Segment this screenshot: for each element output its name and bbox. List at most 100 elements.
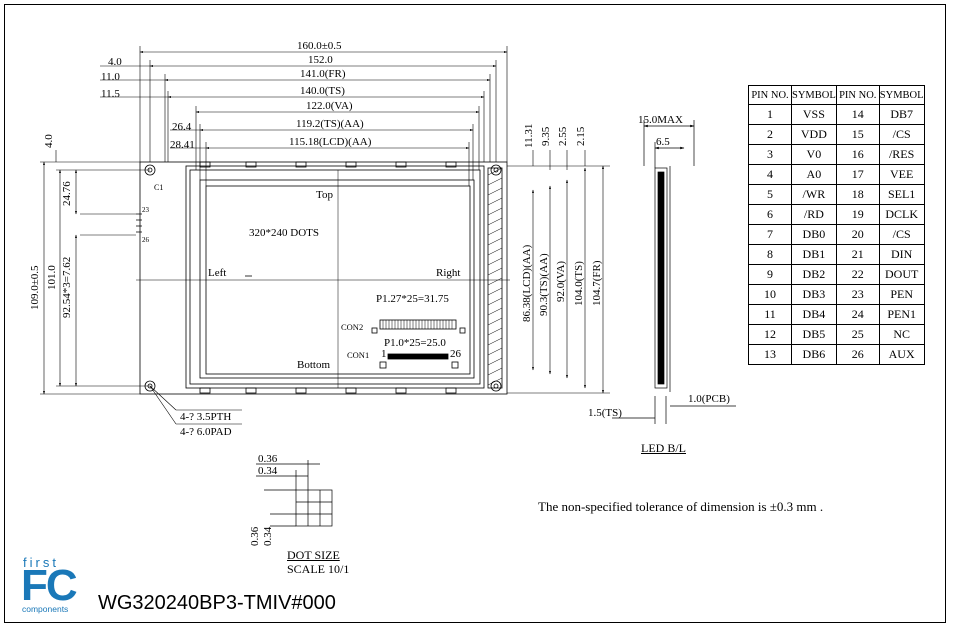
pin-symbol-cell: VDD <box>791 124 837 145</box>
dim-119: 119.2(TS)(AA) <box>296 118 364 130</box>
pin-number-cell: 1 <box>748 104 792 125</box>
logo-components: components <box>22 604 69 614</box>
pin-symbol-cell: DB2 <box>791 264 837 285</box>
pin-symbol-cell: V0 <box>791 144 837 165</box>
led-bar <box>487 167 503 389</box>
dim-101-0: 101.0 <box>46 265 58 290</box>
dim-11-31: 11.31 <box>523 124 535 148</box>
pin-number-cell: 25 <box>835 324 880 345</box>
dim-141: 141.0(FR) <box>300 68 346 80</box>
c1-label: C1 <box>154 183 163 192</box>
pin-symbol-cell: DCLK <box>878 204 925 225</box>
con2-label: CON2 <box>341 322 363 332</box>
pin-symbol-cell: DB6 <box>791 344 837 365</box>
bottom-label: Bottom <box>297 359 330 371</box>
pin-number-cell: 23 <box>835 284 880 305</box>
dots-label: 320*240 DOTS <box>249 227 319 239</box>
logo-fc: FC <box>21 561 78 610</box>
header-pin-no: PIN NO. <box>835 85 880 105</box>
top-label: Top <box>316 189 333 201</box>
pin-number-cell: 11 <box>748 304 792 325</box>
pin-number-cell: 20 <box>835 224 880 245</box>
pin-symbol-cell: /CS <box>878 224 925 245</box>
side-pcb-label: 1.0(PCB) <box>688 393 730 405</box>
left-label: Left <box>208 267 226 279</box>
right-label: Right <box>436 267 460 279</box>
pin-table-header: PIN NO. SYMBOL PIN NO. SYMBOL <box>748 85 925 105</box>
pin-symbol-cell: DB7 <box>878 104 925 125</box>
pin-number-cell: 24 <box>835 304 880 325</box>
pin-number-cell: 12 <box>748 324 792 345</box>
dim-26-4: 26.4 <box>172 121 192 133</box>
dim-115: 115.18(LCD)(AA) <box>289 136 372 148</box>
dim-left-4-0: 4.0 <box>43 134 55 148</box>
scale-label: SCALE 10/1 <box>287 562 350 576</box>
pin-number-cell: 18 <box>835 184 880 205</box>
logo-first: first <box>23 555 59 570</box>
pin-symbol-cell: DB1 <box>791 244 837 265</box>
pcb-outline <box>139 161 508 395</box>
side-65-label: 6.5 <box>656 136 670 148</box>
pth-label: 4-? 3.5PTH <box>180 411 231 423</box>
con1-connector <box>387 353 449 360</box>
pin-number-cell: 9 <box>748 264 792 285</box>
pin23-label: 23 <box>142 206 150 214</box>
pin-number-cell: 5 <box>748 184 792 205</box>
pad-label: 4-? 6.0PAD <box>180 426 232 438</box>
dim-152: 152.0 <box>308 54 333 66</box>
pin-symbol-cell: DOUT <box>878 264 925 285</box>
pin-symbol-cell: VEE <box>878 164 925 185</box>
pin-symbol-cell: SEL1 <box>878 184 925 205</box>
pin-number-cell: 19 <box>835 204 880 225</box>
pin-symbol-cell: PEN1 <box>878 304 925 325</box>
header-symbol: SYMBOL <box>878 85 925 105</box>
dim-90-3: 90.3(TS)(AA) <box>538 253 550 316</box>
pin-number-cell: 17 <box>835 164 880 185</box>
dim-28-41: 28.41 <box>170 139 195 151</box>
pin-symbol-cell: NC <box>878 324 925 345</box>
pin-symbol-cell: /WR <box>791 184 837 205</box>
side-view <box>654 167 668 389</box>
pin-number-cell: 14 <box>835 104 880 125</box>
bezel-outline <box>185 165 485 389</box>
pin-symbol-cell: DB5 <box>791 324 837 345</box>
dim-140: 140.0(TS) <box>300 85 345 97</box>
pin26-label: 26 <box>450 348 462 360</box>
pin-number-cell: 16 <box>835 144 880 165</box>
side-ts-label: 1.5(TS) <box>588 407 622 419</box>
pin-symbol-cell: DB0 <box>791 224 837 245</box>
header-symbol: SYMBOL <box>791 85 837 105</box>
dim-11-0: 11.0 <box>101 71 120 83</box>
con1-label: CON1 <box>347 350 369 360</box>
dot-grid <box>295 489 333 527</box>
pin-number-cell: 10 <box>748 284 792 305</box>
dim-104-7: 104.7(FR) <box>591 260 603 306</box>
drawing-frame <box>4 4 946 623</box>
pin-number-cell: 3 <box>748 144 792 165</box>
con2-connector <box>379 319 457 330</box>
dim-104-0: 104.0(TS) <box>573 261 585 306</box>
pin-number-cell: 4 <box>748 164 792 185</box>
pin-number-cell: 26 <box>835 344 880 365</box>
dim-2-55: 2.55 <box>557 126 569 146</box>
dot-v036: 0.36 <box>249 526 261 546</box>
side-max-label: 15.0MAX <box>638 114 683 126</box>
pin1-label: 1 <box>381 348 387 360</box>
dim-11-5: 11.5 <box>101 88 120 100</box>
dim-160: 160.0±0.5 <box>297 40 342 52</box>
header-pin-no: PIN NO. <box>748 85 792 105</box>
pin-symbol-cell: PEN <box>878 284 925 305</box>
